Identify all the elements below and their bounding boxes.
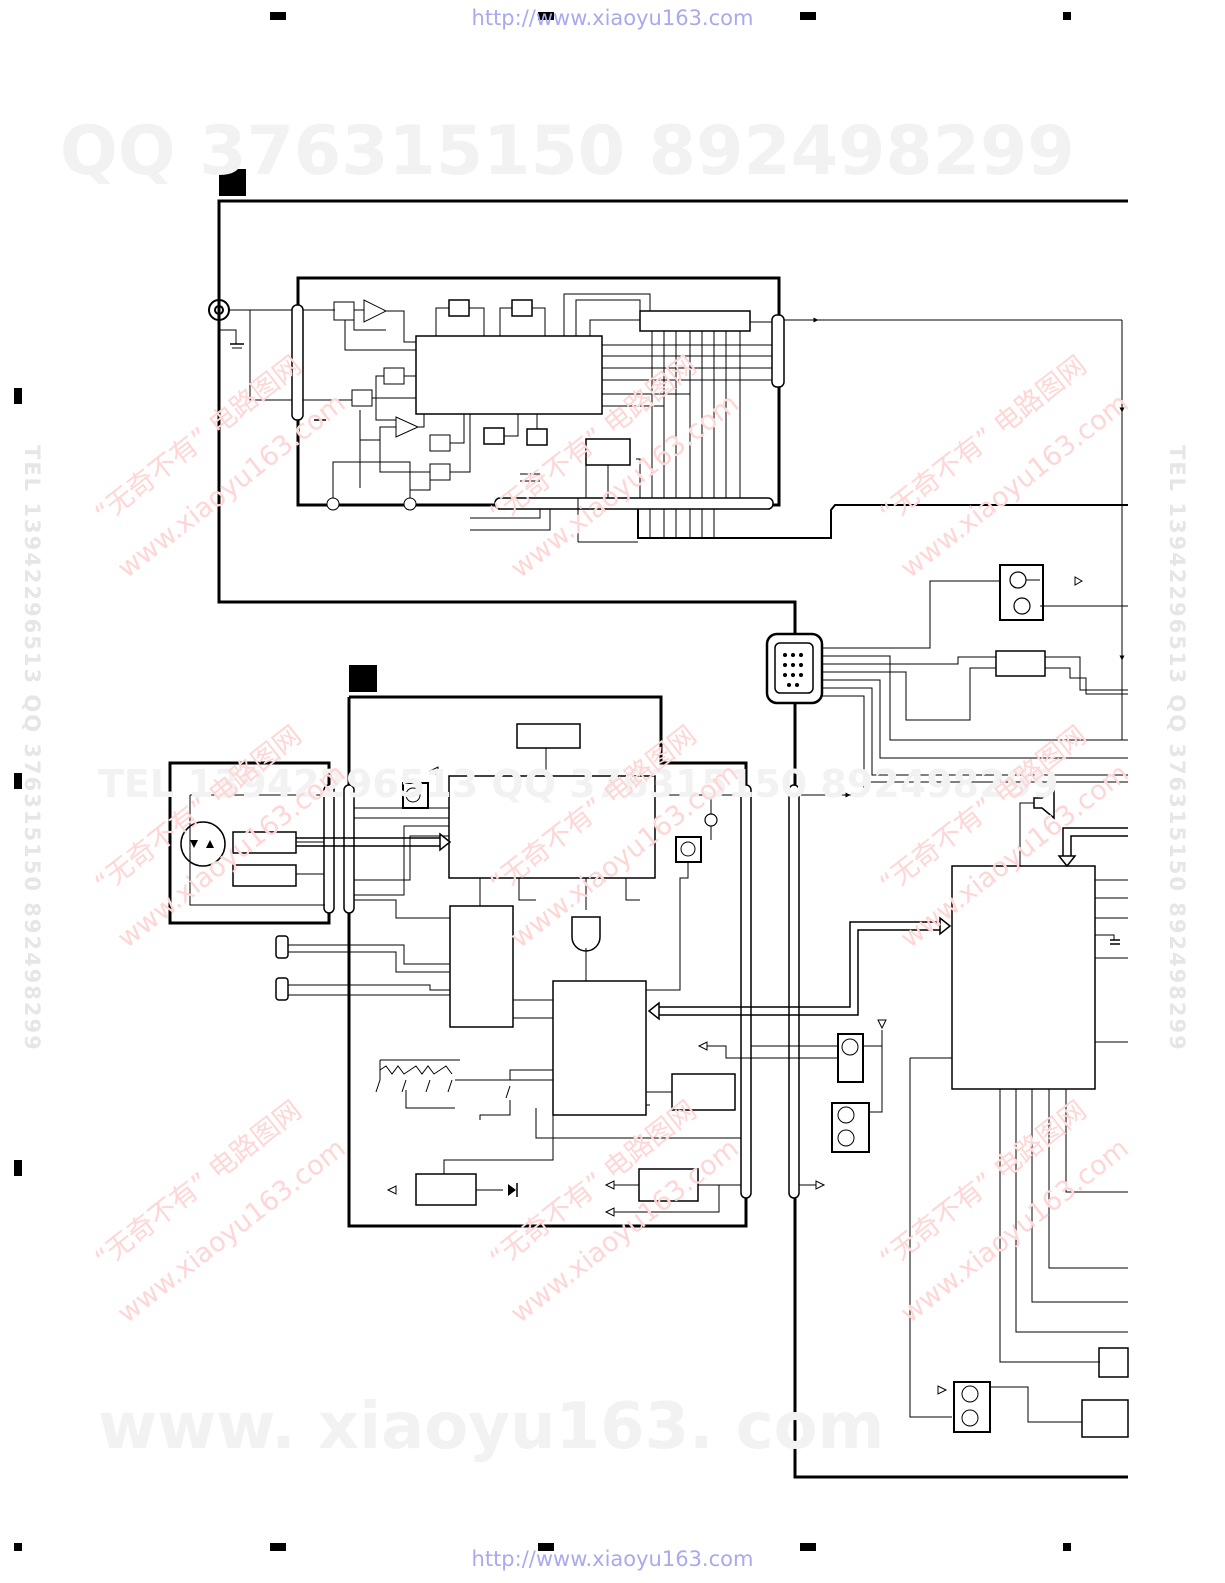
board-marker-b	[349, 665, 377, 692]
connector-section	[765, 564, 1128, 1479]
watermark-bottom: www. xiaoyu163. com	[98, 1390, 885, 1464]
cd-board	[168, 665, 952, 1228]
main-ic-section	[909, 786, 1129, 1438]
board-marker-a	[219, 169, 246, 196]
tuner-board	[208, 169, 1128, 740]
top-url[interactable]: http://www.xiaoyu163.com	[471, 6, 754, 30]
bottom-url[interactable]: http://www.xiaoyu163.com	[471, 1547, 754, 1571]
registration-marks	[14, 12, 1071, 1551]
watermark-mid: TEL 13942296513 QQ 376315150 892498299	[98, 762, 1059, 806]
watermark-top: QQ 376315150 892498299	[60, 112, 1075, 191]
watermark-side-left: TEL 13942296513 QQ 376315150 892498299	[20, 445, 44, 1052]
watermark-side-right: TEL 13942296513 QQ 376315150 892498299	[1165, 445, 1189, 1052]
